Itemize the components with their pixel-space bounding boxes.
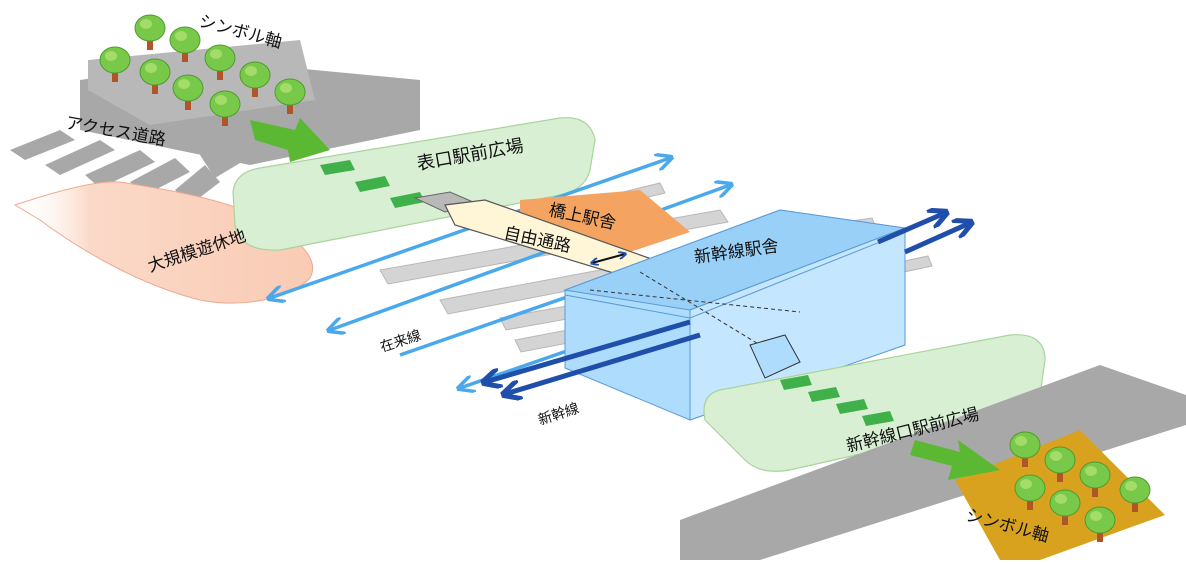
label-conventional-line: 在来線: [378, 328, 423, 356]
free-passage-double-arrow: [592, 254, 625, 263]
label-shinkansen-line: 新幹線: [536, 400, 581, 429]
symbol-arrow-bottom: [910, 440, 1000, 480]
crosswalk-shinkansen: [780, 375, 894, 426]
symbol-arrow-top: [250, 118, 330, 162]
shinkansen-line-arrows: [485, 213, 970, 394]
shinkansen-station: [563, 209, 907, 421]
access-road: [10, 130, 245, 205]
symbol-axis-road-bottom: [680, 365, 1186, 560]
